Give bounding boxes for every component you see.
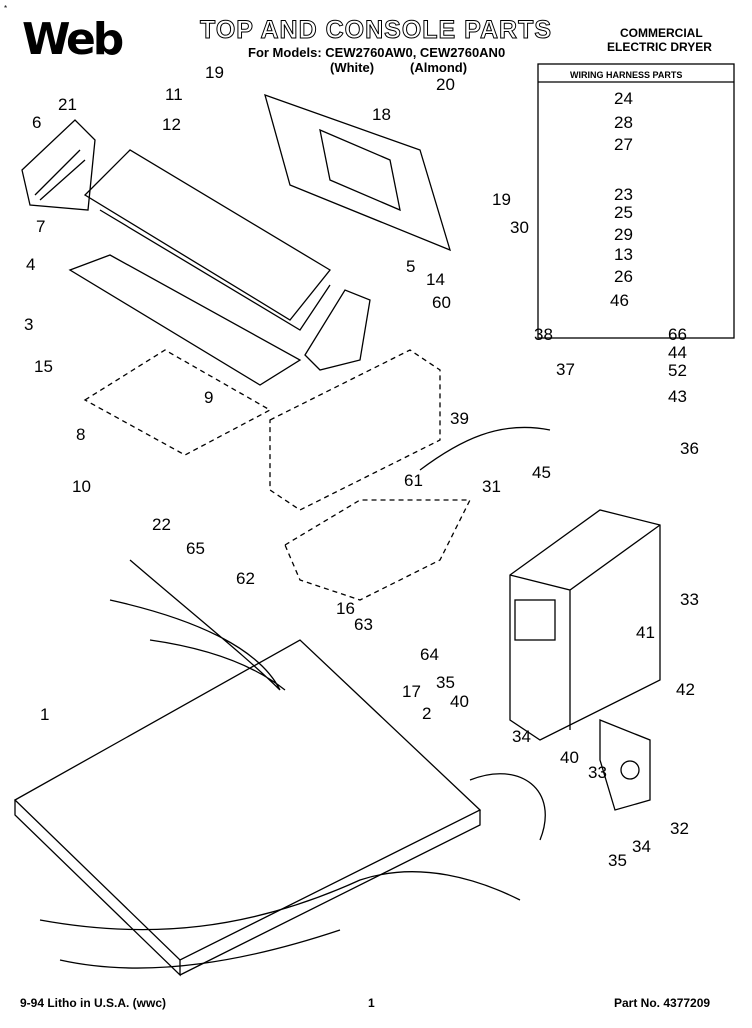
callout-label: 27 bbox=[614, 135, 633, 154]
callout-label: 41 bbox=[636, 623, 655, 642]
callout-label: 15 bbox=[34, 357, 53, 376]
console-back-panel bbox=[264, 93, 452, 252]
callout-label: 52 bbox=[668, 361, 687, 380]
callout-label: 65 bbox=[186, 539, 205, 558]
callout-label: 35 bbox=[436, 673, 455, 692]
callout-label: 12 bbox=[162, 115, 181, 134]
callout-label: 13 bbox=[614, 245, 633, 264]
callout-label: 19 bbox=[492, 190, 511, 209]
brand-logo: Web bbox=[22, 14, 124, 65]
callout-label: 63 bbox=[354, 615, 373, 634]
callout-label: 14 bbox=[426, 270, 445, 289]
category-line-1: COMMERCIAL bbox=[620, 26, 703, 40]
callout-labels: 1921111267431518201930514609810242827232… bbox=[24, 63, 699, 870]
mounting-bracket bbox=[599, 719, 651, 811]
callout-label: 45 bbox=[532, 463, 551, 482]
callout-label: 64 bbox=[420, 645, 439, 664]
callout-label: 2 bbox=[422, 704, 431, 723]
callout-label: 21 bbox=[58, 95, 77, 114]
callout-label: 44 bbox=[668, 343, 687, 362]
callout-label: 36 bbox=[680, 439, 699, 458]
callout-label: 8 bbox=[76, 425, 85, 444]
console-end-cap bbox=[21, 119, 96, 211]
callout-label: 30 bbox=[510, 218, 529, 237]
callout-label: 40 bbox=[450, 692, 469, 711]
callout-label: 40 bbox=[560, 748, 579, 767]
callout-label: 37 bbox=[556, 360, 575, 379]
callout-label: 34 bbox=[632, 837, 651, 856]
page-title: TOP AND CONSOLE PARTS bbox=[199, 16, 553, 45]
callout-label: 34 bbox=[512, 727, 531, 746]
callout-label: 3 bbox=[24, 315, 33, 334]
callout-label: 31 bbox=[482, 477, 501, 496]
coin-box bbox=[509, 509, 661, 741]
callout-label: 11 bbox=[165, 85, 183, 104]
callout-label: 23 bbox=[614, 185, 633, 204]
callout-label: 39 bbox=[450, 409, 469, 428]
callout-label: 43 bbox=[668, 387, 687, 406]
callout-label: 66 bbox=[668, 325, 687, 344]
callout-label: 33 bbox=[588, 763, 607, 782]
callout-label: 33 bbox=[680, 590, 699, 609]
callout-label: 62 bbox=[236, 569, 255, 588]
harness-box-title: WIRING HARNESS PARTS bbox=[570, 70, 683, 80]
console-base bbox=[68, 254, 302, 386]
models-line: For Models: CEW2760AW0, CEW2760AN0 bbox=[248, 45, 506, 60]
category-line-2: ELECTRIC DRYER bbox=[607, 40, 712, 54]
callout-label: 22 bbox=[152, 515, 171, 534]
callout-label: 16 bbox=[336, 599, 355, 618]
litho-note: 9-94 Litho in U.S.A. (wwc) bbox=[20, 996, 167, 1010]
harness-parts-box bbox=[537, 63, 735, 339]
callout-label: 17 bbox=[402, 682, 421, 701]
callout-label: 1 bbox=[40, 705, 49, 724]
color-white: (White) bbox=[330, 60, 375, 75]
callout-label: 26 bbox=[614, 267, 633, 286]
callout-label: 18 bbox=[372, 105, 391, 124]
callout-label: 9 bbox=[204, 388, 213, 407]
main-harness bbox=[109, 559, 286, 691]
callout-label: 25 bbox=[614, 203, 633, 222]
callout-label: 19 bbox=[205, 63, 224, 82]
corner-mark: * bbox=[4, 4, 8, 13]
callout-label: 32 bbox=[670, 819, 689, 838]
callout-label: 10 bbox=[72, 477, 91, 496]
callout-label: 60 bbox=[432, 293, 451, 312]
color-almond: (Almond) bbox=[410, 60, 468, 75]
switch-kit-outline bbox=[83, 349, 272, 456]
callout-label: 4 bbox=[26, 255, 35, 274]
callout-label: 35 bbox=[608, 851, 627, 870]
callout-label: 6 bbox=[32, 113, 41, 132]
callout-label: 24 bbox=[614, 89, 633, 108]
part-number: Part No. 4377209 bbox=[614, 996, 711, 1010]
coin-kit-outline bbox=[284, 499, 472, 601]
callout-label: 28 bbox=[614, 113, 633, 132]
callout-label: 38 bbox=[534, 325, 553, 344]
callout-label: 46 bbox=[610, 291, 629, 310]
console-end-cap-right bbox=[304, 289, 371, 371]
timer-kit-outline bbox=[269, 349, 441, 511]
callout-label: 61 bbox=[404, 471, 423, 490]
callout-label: 42 bbox=[676, 680, 695, 699]
callout-label: 7 bbox=[36, 217, 45, 236]
callout-label: 5 bbox=[406, 257, 415, 276]
console-panel bbox=[83, 149, 331, 321]
callout-label: 20 bbox=[436, 75, 455, 94]
callout-label: 29 bbox=[614, 225, 633, 244]
page-number: 1 bbox=[368, 996, 375, 1010]
